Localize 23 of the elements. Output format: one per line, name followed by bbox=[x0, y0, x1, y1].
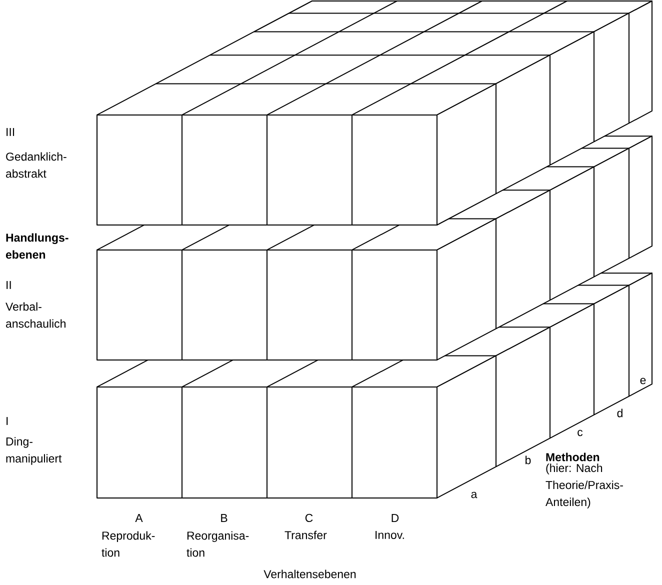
depth-label: b bbox=[526, 456, 531, 464]
depth-label: d bbox=[617, 408, 622, 418]
column-letter: D bbox=[392, 514, 399, 522]
row-label: Verbal- anschaulich bbox=[6, 302, 66, 328]
column-letter: C bbox=[305, 514, 313, 522]
axis-note: (hier: Nach Theorie/Praxis- Anteilen) bbox=[546, 464, 623, 508]
depth-label: c bbox=[578, 430, 583, 436]
depth-label: e bbox=[640, 378, 646, 384]
column-label: Transfer bbox=[284, 530, 327, 540]
row-label: Ding- manipuliert bbox=[6, 437, 62, 465]
axis-title: Methoden bbox=[546, 452, 600, 462]
row-number: I bbox=[6, 417, 8, 425]
column-label: Reorganisa- tion bbox=[186, 531, 249, 557]
column-letter: B bbox=[221, 514, 228, 522]
column-label: Reproduk- tion bbox=[102, 531, 155, 557]
axis-title: Handlungs- ebenen bbox=[6, 233, 68, 259]
column-label: Innov. bbox=[376, 531, 404, 539]
axis-title: Verhaltensebenen bbox=[264, 570, 356, 578]
column-letter: A bbox=[135, 514, 143, 522]
row-label: Gedanklich- abstrakt bbox=[6, 152, 66, 178]
row-number: II bbox=[6, 281, 11, 289]
row-number: III bbox=[6, 128, 14, 136]
depth-label: a bbox=[471, 492, 478, 498]
